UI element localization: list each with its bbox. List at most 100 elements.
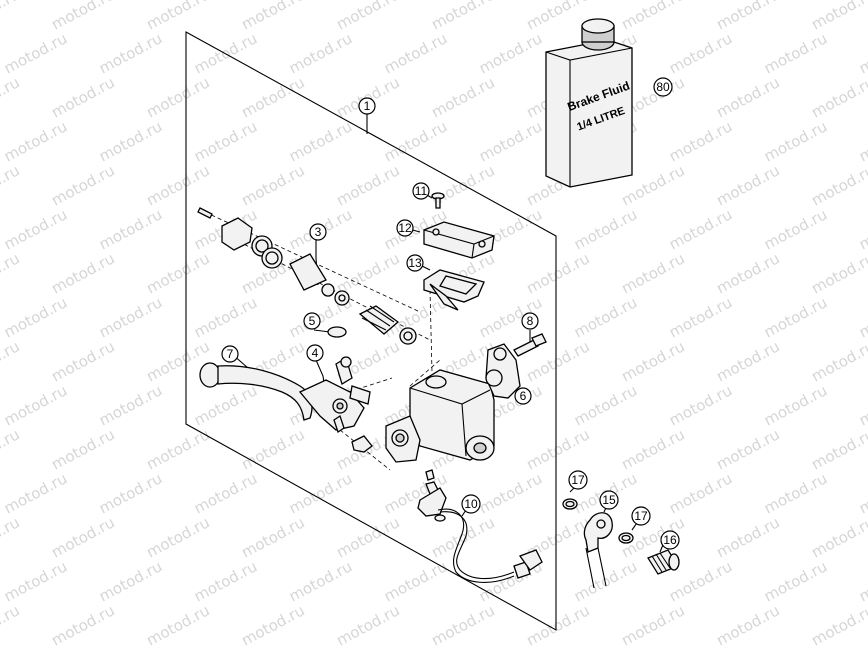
clamp-part xyxy=(485,343,521,399)
watermark-text: motod.ru xyxy=(761,205,830,253)
callout-4: 4 xyxy=(306,344,324,362)
watermark-text: motod.ru xyxy=(571,205,640,253)
watermark-text: motod.ru xyxy=(856,557,868,605)
watermark-text: motod.ru xyxy=(48,337,117,385)
watermark-text: motod.ru xyxy=(856,469,868,517)
watermark-text: motod.ru xyxy=(0,513,23,561)
watermark-text: motod.ru xyxy=(96,469,165,517)
watermark-text: motod.ru xyxy=(856,205,868,253)
callout-15: 15 xyxy=(599,490,619,510)
watermark-text: motod.ru xyxy=(618,249,687,297)
watermark-text: motod.ru xyxy=(808,513,868,561)
watermark-text: motod.ru xyxy=(0,337,23,385)
callout-13-label: 13 xyxy=(408,256,422,270)
watermark-text: motod.ru xyxy=(523,249,592,297)
callout-6: 6 xyxy=(514,387,532,405)
watermark-text: motod.ru xyxy=(856,117,868,165)
callout-3: 3 xyxy=(309,223,327,241)
switch-cable xyxy=(417,469,543,583)
watermark-text: motod.ru xyxy=(1,469,70,517)
watermark-text: motod.ru xyxy=(761,29,830,77)
watermark-text: motod.ru xyxy=(238,0,307,34)
callout-1: 1 xyxy=(358,97,376,115)
watermark-text: motod.ru xyxy=(96,29,165,77)
callout-7: 7 xyxy=(221,345,239,363)
callout-5-label: 5 xyxy=(309,314,316,328)
watermark-text: motod.ru xyxy=(143,513,212,561)
watermark-text: motod.ru xyxy=(96,381,165,429)
watermark-text: motod.ru xyxy=(286,29,355,77)
watermark-text: motod.ru xyxy=(761,117,830,165)
watermark-text: motod.ru xyxy=(48,249,117,297)
watermark-text: motod.ru xyxy=(666,469,735,517)
watermark-text: motod.ru xyxy=(191,469,260,517)
watermark-text: motod.ru xyxy=(713,161,782,209)
assembly-panel xyxy=(185,31,557,631)
watermark-text: motod.ru xyxy=(381,29,450,77)
callout-1-label: 1 xyxy=(364,99,371,113)
master-cylinder xyxy=(385,369,495,463)
watermark-text: motod.ru xyxy=(96,557,165,605)
watermark-text: motod.ru xyxy=(0,73,23,121)
watermark-text: motod.ru xyxy=(191,557,260,605)
watermark-text: motod.ru xyxy=(333,601,402,649)
watermark-text: motod.ru xyxy=(761,381,830,429)
callout-11-label: 11 xyxy=(415,184,428,198)
bolt-part xyxy=(513,333,547,357)
watermark-text: motod.ru xyxy=(1,381,70,429)
watermark-text: motod.ru xyxy=(428,73,497,121)
watermark-text: motod.ru xyxy=(618,425,687,473)
watermark-text: motod.ru xyxy=(286,117,355,165)
callout-13: 13 xyxy=(406,254,424,272)
watermark-text: motod.ru xyxy=(761,557,830,605)
watermark-text: motod.ru xyxy=(428,0,497,34)
watermark-text: motod.ru xyxy=(523,425,592,473)
watermark-text: motod.ru xyxy=(1,29,70,77)
callout-10-label: 10 xyxy=(464,497,478,511)
watermark-text: motod.ru xyxy=(666,29,735,77)
watermark-text: motod.ru xyxy=(48,601,117,649)
watermark-text: motod.ru xyxy=(713,0,782,34)
callout-6-label: 6 xyxy=(520,389,527,403)
watermark-text: motod.ru xyxy=(808,73,868,121)
watermark-text: motod.ru xyxy=(618,601,687,649)
watermark-text: motod.ru xyxy=(0,249,23,297)
callout-10: 10 xyxy=(461,494,481,514)
watermark-text: motod.ru xyxy=(618,0,687,34)
callout-80-label: 80 xyxy=(656,80,670,94)
watermark-text: motod.ru xyxy=(48,513,117,561)
banjo-fitting xyxy=(562,498,680,589)
callout-17-lower: 17 xyxy=(631,506,651,526)
callout-8: 8 xyxy=(521,312,539,330)
watermark-text: motod.ru xyxy=(713,601,782,649)
watermark-text: motod.ru xyxy=(0,425,23,473)
watermark-text: motod.ru xyxy=(0,161,23,209)
watermark-text: motod.ru xyxy=(808,249,868,297)
watermark-text: motod.ru xyxy=(333,0,402,34)
callouts: 1 3 4 5 6 7 8 10 11 12 13 15 16 17 17 80 xyxy=(221,77,680,550)
watermark-text: motod.ru xyxy=(191,293,260,341)
watermark-text: motod.ru xyxy=(428,601,497,649)
watermark-text: motod.ru xyxy=(48,425,117,473)
callout-11: 11 xyxy=(412,182,430,200)
callout-15-label: 15 xyxy=(602,493,616,507)
watermark-text: motod.ru xyxy=(143,0,212,34)
watermark-text: motod.ru xyxy=(238,601,307,649)
watermark-text: motod.ru xyxy=(1,117,70,165)
watermark-text: motod.ru xyxy=(713,425,782,473)
watermark-text: motod.ru xyxy=(856,381,868,429)
watermark-text: motod.ru xyxy=(666,117,735,165)
callout-16: 16 xyxy=(660,530,680,550)
watermark-text: motod.ru xyxy=(48,161,117,209)
watermark-text: motod.ru xyxy=(476,117,545,165)
watermark-text: motod.ru xyxy=(808,425,868,473)
watermark-text: motod.ru xyxy=(808,161,868,209)
watermark-text: motod.ru xyxy=(381,557,450,605)
callout-80: 80 xyxy=(653,77,673,97)
watermark-text: motod.ru xyxy=(666,293,735,341)
watermark-text: motod.ru xyxy=(666,381,735,429)
watermark-text: motod.ru xyxy=(0,601,23,649)
watermark-text: motod.ru xyxy=(191,381,260,429)
